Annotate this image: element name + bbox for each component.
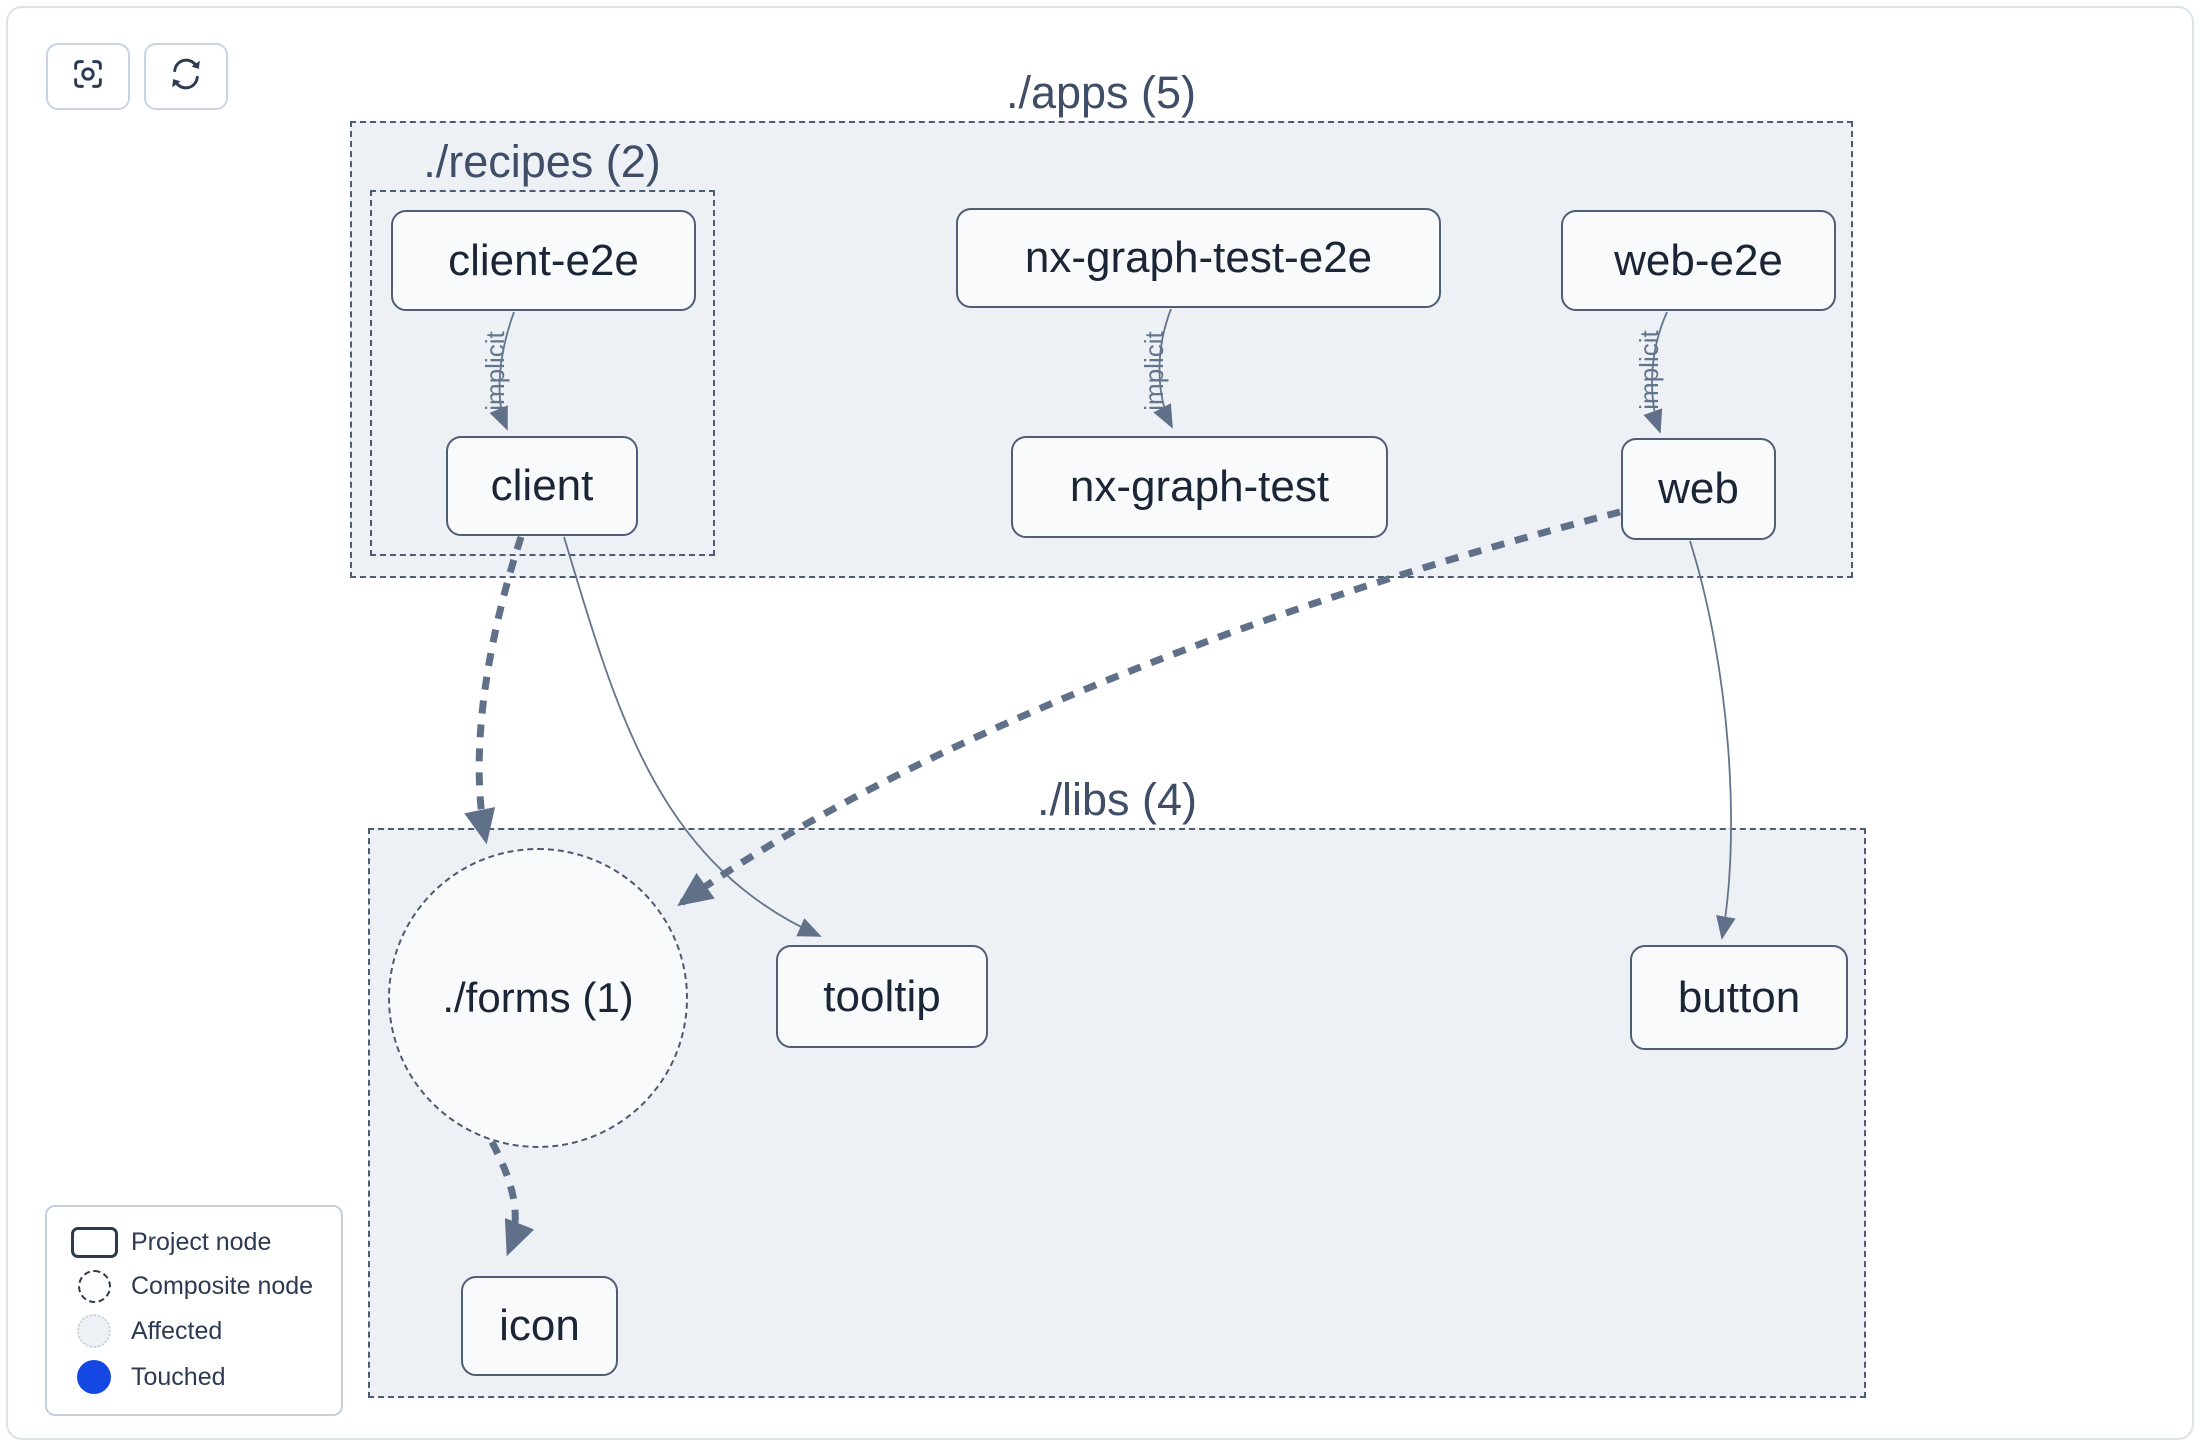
node-nx-graph-test-label: nx-graph-test <box>1069 462 1330 511</box>
focus-icon <box>70 56 106 97</box>
node-web-e2e-label: web-e2e <box>1614 235 1783 285</box>
node-web-label: web <box>1658 464 1739 513</box>
group-apps-title: ./apps (5) <box>1005 67 1197 118</box>
node-client-e2e-label: client-e2e <box>448 235 639 285</box>
touched-swatch <box>77 1360 111 1395</box>
legend-label: Touched <box>131 1362 226 1391</box>
node-client-e2e[interactable]: client-e2e <box>391 210 696 311</box>
node-tooltip-label: tooltip <box>823 971 941 1021</box>
node-button-label: button <box>1677 972 1801 1022</box>
node-icon-label: icon <box>499 1301 580 1350</box>
node-nx-graph-test-e2e[interactable]: nx-graph-test-e2e <box>956 208 1441 308</box>
composite-node-forms-label: ./forms (1) <box>442 974 634 1021</box>
node-web[interactable]: web <box>1621 438 1776 540</box>
affected-swatch <box>77 1314 111 1349</box>
node-client[interactable]: client <box>446 436 638 536</box>
node-nx-graph-test[interactable]: nx-graph-test <box>1011 436 1388 538</box>
focus-button[interactable] <box>46 43 130 110</box>
legend-label: Composite node <box>131 1271 314 1300</box>
legend-item-composite-node: Composite node <box>57 1269 331 1303</box>
composite-node-swatch <box>77 1269 111 1303</box>
legend-item-touched: Touched <box>57 1360 331 1395</box>
legend-item-affected: Affected <box>57 1314 331 1349</box>
node-client-label: client <box>490 461 594 510</box>
project-node-swatch <box>70 1226 118 1258</box>
legend: Project node Composite node Affected Tou… <box>45 1205 343 1416</box>
composite-node-forms[interactable]: ./forms (1) <box>388 848 688 1148</box>
node-nx-graph-test-e2e-label: nx-graph-test-e2e <box>1024 233 1373 282</box>
node-icon[interactable]: icon <box>461 1276 618 1376</box>
legend-label: Affected <box>131 1316 223 1345</box>
edge-client-to-forms <box>464 535 525 845</box>
graph-canvas: ./apps (5) ./recipes (2) ./libs (4) ./fo… <box>6 6 2194 1440</box>
node-web-e2e[interactable]: web-e2e <box>1561 210 1836 311</box>
node-tooltip[interactable]: tooltip <box>776 945 988 1048</box>
node-button[interactable]: button <box>1630 945 1848 1050</box>
refresh-button[interactable] <box>144 43 228 110</box>
group-libs-title: ./libs (4) <box>1036 774 1198 825</box>
legend-item-project-node: Project node <box>57 1226 331 1258</box>
group-recipes-title: ./recipes (2) <box>423 136 661 187</box>
toolbar <box>46 43 228 110</box>
refresh-icon <box>168 56 204 97</box>
legend-label: Project node <box>131 1227 272 1256</box>
